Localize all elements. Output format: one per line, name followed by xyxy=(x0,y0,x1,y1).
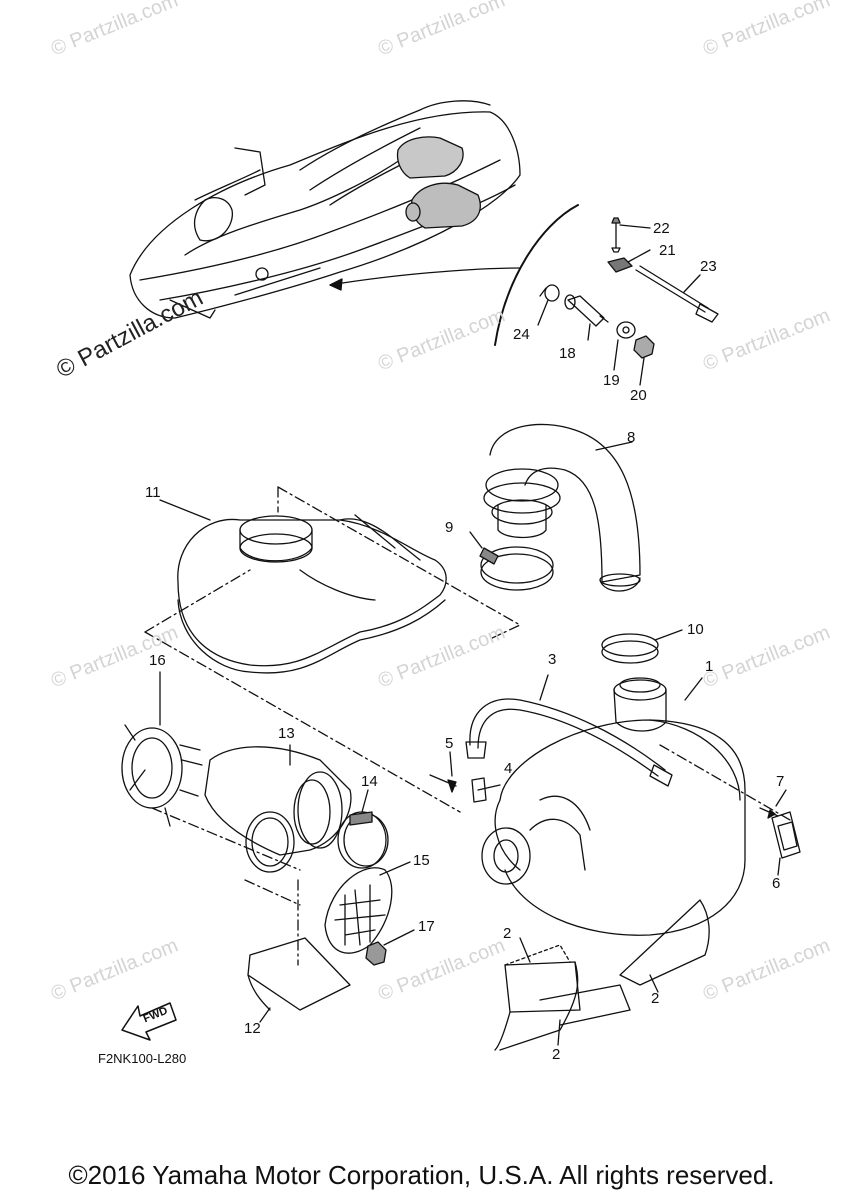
parts-4-5-fasteners xyxy=(429,751,501,803)
part-label: 23 xyxy=(700,258,717,275)
part-label: 12 xyxy=(244,1020,261,1037)
part-label: 10 xyxy=(687,621,704,638)
part-1-muffler xyxy=(481,677,791,936)
part-3-strap xyxy=(465,674,673,787)
part-10-clamp xyxy=(601,629,683,664)
part-label: 6 xyxy=(772,875,781,892)
part-11-airbox xyxy=(144,486,521,813)
part-12-shield xyxy=(247,937,351,1023)
part-label: 4 xyxy=(504,760,513,777)
part-2-heat-shields xyxy=(494,899,710,1051)
copyright-notice: ©2016 Yamaha Motor Corporation, U.S.A. A… xyxy=(68,1160,775,1190)
part-label: 19 xyxy=(603,372,620,389)
part-label: 2 xyxy=(503,925,512,942)
part-label: 15 xyxy=(413,852,430,869)
parts-6-7-bracket xyxy=(759,789,801,876)
part-label: 3 xyxy=(548,651,557,668)
part-label: 9 xyxy=(445,519,454,536)
part-17-nut xyxy=(365,929,415,966)
part-label: 17 xyxy=(418,918,435,935)
fastener-detail-group xyxy=(494,204,719,386)
part-label: 5 xyxy=(445,735,454,752)
watercraft-overview xyxy=(129,100,521,319)
part-label: 22 xyxy=(653,220,670,237)
part-label: 24 xyxy=(513,326,530,343)
part-label: 11 xyxy=(145,484,161,501)
part-label: 20 xyxy=(630,387,647,404)
fwd-arrow-icon xyxy=(121,1002,177,1041)
part-9-clamp xyxy=(469,531,554,591)
part-label: 1 xyxy=(705,658,714,675)
part-label: 21 xyxy=(659,242,676,259)
part-label: 2 xyxy=(651,990,660,1007)
part-14-clamp xyxy=(337,789,389,869)
part-label: 14 xyxy=(361,773,378,790)
part-label: 7 xyxy=(776,773,785,790)
part-label: 2 xyxy=(552,1046,561,1063)
part-label: 16 xyxy=(149,652,166,669)
part-13-duct xyxy=(204,744,352,966)
part-16-flange xyxy=(121,671,301,871)
part-label: 18 xyxy=(559,345,576,362)
part-15-screen xyxy=(324,861,411,954)
part-label: 13 xyxy=(278,725,295,742)
part-label: 8 xyxy=(627,429,636,446)
part-8-exhaust-pipe xyxy=(483,423,641,592)
diagram-code: F2NK100-L280 xyxy=(98,1051,187,1066)
